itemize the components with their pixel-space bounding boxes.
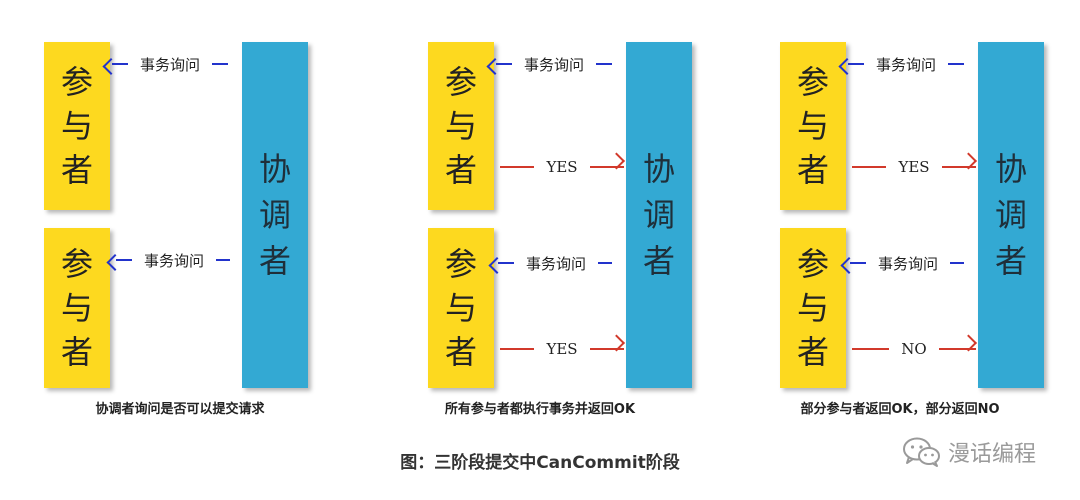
yes-arrow-top: YES xyxy=(500,155,625,179)
yes-arrow: YES xyxy=(852,155,977,179)
inquiry-arrow-top: 事务询问 xyxy=(112,52,240,76)
coordinator-char: 协 xyxy=(642,150,675,188)
participant-char: 者 xyxy=(60,151,93,189)
participant-char: 与 xyxy=(444,289,477,327)
coordinator-char: 调 xyxy=(258,196,291,234)
participant-char: 与 xyxy=(60,107,93,145)
panel-caption: 部分参与者返回OK，部分返回NO xyxy=(800,402,1000,417)
panel-caption: 协调者询问是否可以提交请求 xyxy=(95,402,265,417)
yes-label: YES xyxy=(546,340,578,358)
participant-char: 与 xyxy=(60,289,93,327)
coordinator: 协 调 者 xyxy=(242,42,308,388)
coordinator: 协 调 者 xyxy=(978,42,1044,388)
figure-caption: 图：三阶段提交中CanCommit阶段 xyxy=(400,453,680,473)
coordinator-char: 者 xyxy=(994,242,1027,280)
participant-top: 参 与 者 xyxy=(780,42,846,210)
inquiry-label: 事务询问 xyxy=(526,254,587,273)
participant-bottom: 参 与 者 xyxy=(780,228,846,388)
coordinator-char: 调 xyxy=(994,196,1027,234)
panel-cancommit-inquiry: 参 与 者 参 与 者 协 调 者 事务询问 事务询问 协调者询问是否可以提交请… xyxy=(0,0,360,430)
participant-char: 者 xyxy=(796,151,829,189)
participant-bottom: 参 与 者 xyxy=(428,228,494,388)
inquiry-label: 事务询问 xyxy=(524,55,585,74)
no-label: NO xyxy=(901,340,927,358)
watermark: 漫话编程 xyxy=(902,436,1036,468)
participant-char: 参 xyxy=(60,245,93,283)
participant-char: 参 xyxy=(60,63,93,101)
participant-char: 与 xyxy=(444,107,477,145)
inquiry-label: 事务询问 xyxy=(140,55,201,74)
inquiry-label: 事务询问 xyxy=(876,55,937,74)
no-arrow: NO xyxy=(852,337,976,361)
inquiry-arrow-bottom: 事务询问 xyxy=(498,251,624,275)
watermark-text: 漫话编程 xyxy=(948,442,1037,467)
inquiry-label: 事务询问 xyxy=(144,251,205,270)
participant-top: 参 与 者 xyxy=(44,42,110,210)
participant-char: 者 xyxy=(60,333,93,371)
inquiry-arrow-bottom: 事务询问 xyxy=(116,248,240,272)
participant-char: 与 xyxy=(796,289,829,327)
participant-top: 参 与 者 xyxy=(428,42,494,210)
participant-char: 者 xyxy=(444,333,477,371)
coordinator-char: 协 xyxy=(994,150,1027,188)
coordinator-char: 者 xyxy=(642,242,675,280)
participant-char: 参 xyxy=(796,63,829,101)
participant-bottom: 参 与 者 xyxy=(44,228,110,388)
panel-all-ok: 参 与 者 参 与 者 协 调 者 事务询问 YES 事务询问 YES 所有参与… xyxy=(360,0,720,430)
coordinator-char: 协 xyxy=(258,150,291,188)
yes-label: YES xyxy=(546,158,578,176)
yes-label: YES xyxy=(898,158,930,176)
panel-partial-ok: 参 与 者 参 与 者 协 调 者 事务询问 YES 事务询问 NO 部分参与者… xyxy=(720,0,1080,430)
inquiry-arrow-bottom: 事务询问 xyxy=(850,251,976,275)
yes-arrow-bottom: YES xyxy=(500,337,625,361)
participant-char: 者 xyxy=(444,151,477,189)
coordinator-char: 调 xyxy=(642,196,675,234)
wechat-icon xyxy=(903,437,940,467)
panel-caption: 所有参与者都执行事务并返回OK xyxy=(444,402,636,417)
coordinator-char: 者 xyxy=(258,242,291,280)
inquiry-arrow-top: 事务询问 xyxy=(848,52,976,76)
participant-char: 参 xyxy=(444,245,477,283)
participant-char: 者 xyxy=(796,333,829,371)
participant-char: 参 xyxy=(444,63,477,101)
inquiry-arrow-top: 事务询问 xyxy=(496,52,624,76)
participant-char: 与 xyxy=(796,107,829,145)
participant-char: 参 xyxy=(796,245,829,283)
inquiry-label: 事务询问 xyxy=(878,254,939,273)
coordinator: 协 调 者 xyxy=(626,42,692,388)
